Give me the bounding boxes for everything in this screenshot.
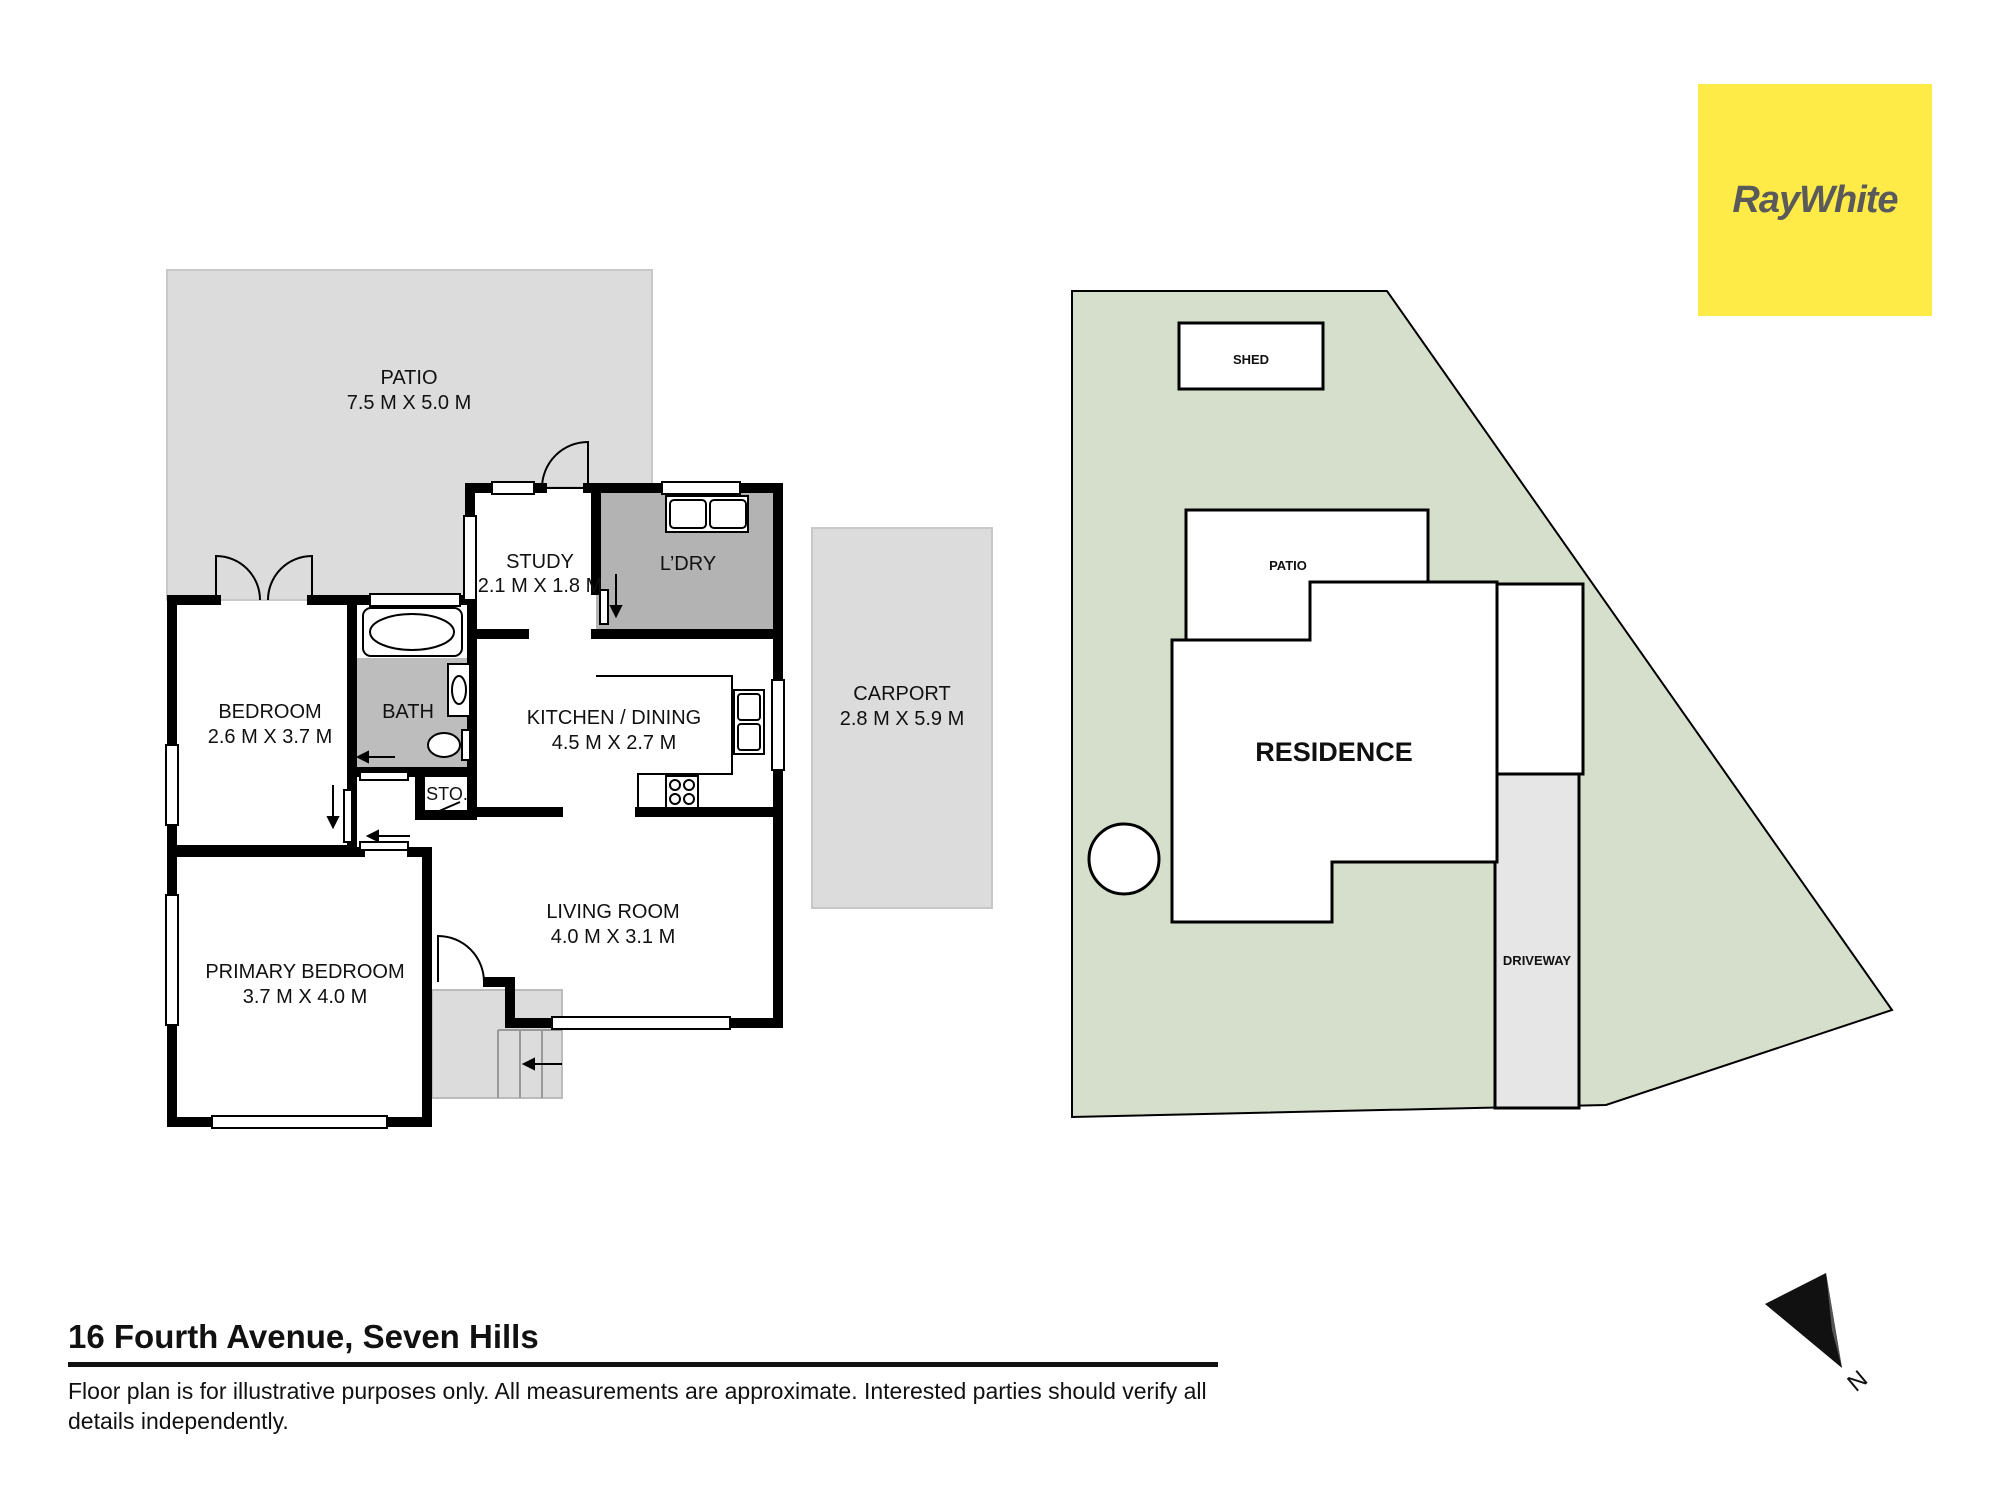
toilet-icon [427,732,461,758]
driveway [1493,770,1581,1110]
disclaimer-text: Floor plan is for illustrative purposes … [68,1378,1207,1434]
residence-label: RESIDENCE [1255,737,1413,767]
storage-name: STO. [426,784,468,804]
raywhite-logo: RayWhite [1698,84,1932,316]
study-size: 2.1 M X 1.8 M [478,575,603,597]
north-label: N [1842,1365,1873,1397]
laundry-basin-icon [669,499,707,529]
shed-label: SHED [1233,352,1269,367]
primary-bedroom-size: 3.7 M X 4.0 M [243,986,368,1008]
sink-icon [451,675,467,705]
patio-area [166,269,653,601]
patio-size: 7.5 M X 5.0 M [347,392,472,414]
primary-bedroom-name: PRIMARY BEDROOM [205,961,404,983]
carport-name: CARPORT [853,683,950,705]
living-size: 4.0 M X 3.1 M [551,926,676,948]
study-name: STUDY [506,551,574,573]
divider [68,1362,1218,1367]
direction-arrows [326,574,623,1071]
kitchen-sink-basin-icon [737,723,761,751]
burner-icon [683,779,695,791]
driveway-label: DRIVEWAY [1503,953,1571,968]
burner-icon [669,779,681,791]
logo-text: RayWhite [1732,178,1898,221]
bedroom-size: 2.6 M X 3.7 M [208,726,333,748]
bath-name: BATH [382,701,434,723]
bedroom-name: BEDROOM [218,701,321,723]
windows [165,481,785,1129]
burner-icon [683,793,695,805]
kitchen-bench [596,675,733,812]
living-name: LIVING ROOM [546,901,679,923]
carport-area [811,527,993,909]
floor-plan: PATIO 7.5 M X 5.0 M STUDY 2.1 M X 1.8 M … [165,269,993,1129]
kitchen-sink-basin-icon [737,693,761,721]
burner-icon [669,793,681,805]
laundry-name: L’DRY [660,553,716,575]
kitchen-name: KITCHEN / DINING [527,707,701,729]
laundry-basin-icon [709,499,747,529]
carport-size: 2.8 M X 5.9 M [840,708,965,730]
doors [215,440,609,983]
shed [1177,321,1325,391]
fixtures [362,495,765,812]
tree-icon [1087,822,1161,896]
carport-outline [1495,582,1585,776]
residence [1170,580,1499,924]
patio-name: PATIO [380,367,437,389]
north-arrow-icon: N [1765,1273,1873,1397]
kitchen-size: 4.5 M X 2.7 M [552,732,677,754]
toilet-cistern-icon [461,729,471,761]
site-patio-label: PATIO [1269,558,1307,573]
site-plan: SHED PATIO DRIVEWAY RESIDENCE [1071,290,1894,1119]
property-address: 16 Fourth Avenue, Seven Hills [68,1318,539,1355]
bathtub-basin-icon [369,613,455,651]
